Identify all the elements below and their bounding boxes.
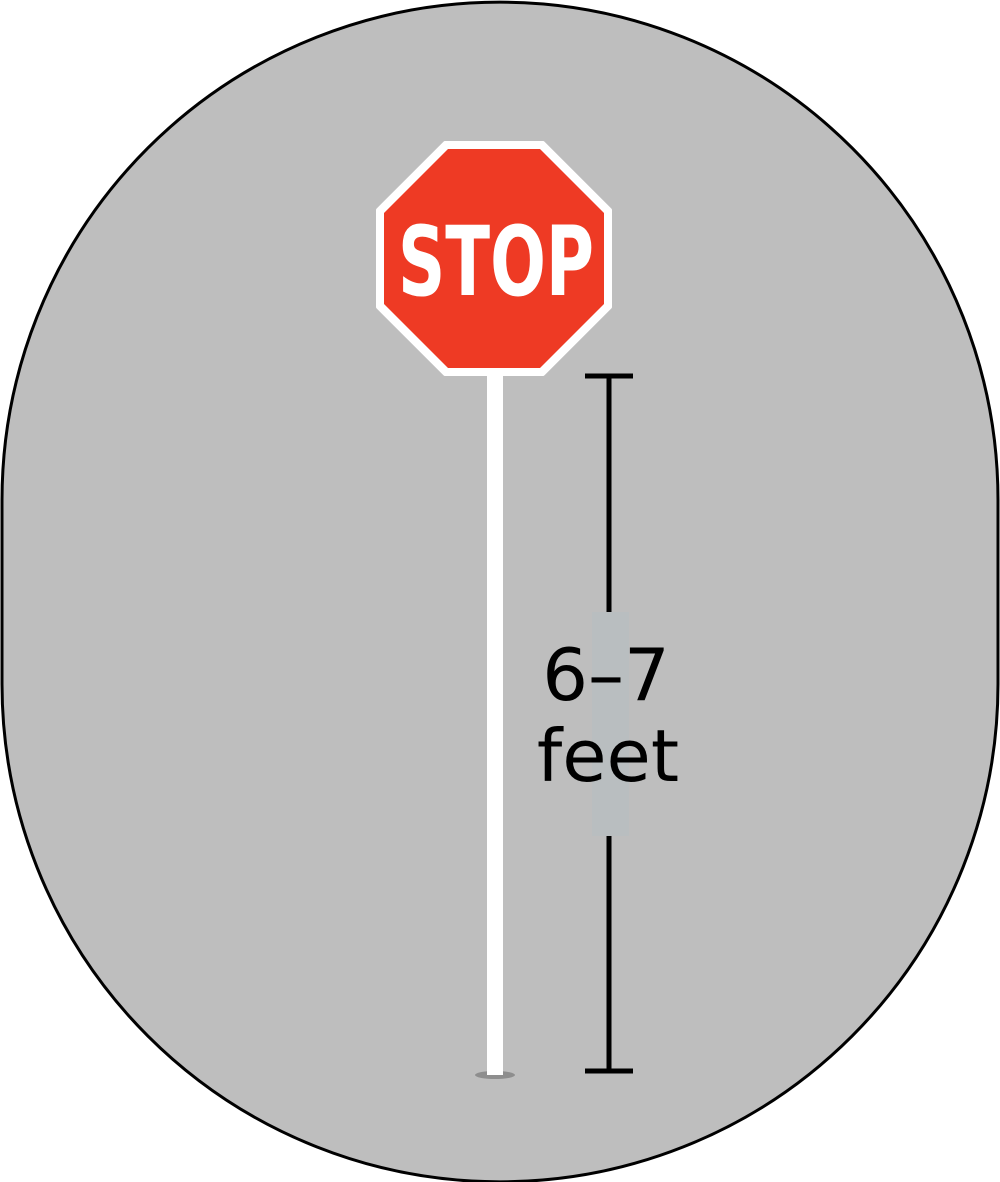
stop-sign-face — [384, 149, 604, 368]
measure-unit: feet — [537, 714, 679, 798]
measure-value: 6–7 — [542, 633, 670, 717]
measure-label-background — [592, 612, 629, 836]
height-measurement: 6–7 feet — [537, 373, 679, 1074]
sign-post — [487, 366, 503, 1075]
stop-sign: STOP — [376, 141, 612, 376]
stop-sign-text: STOP — [398, 206, 594, 318]
